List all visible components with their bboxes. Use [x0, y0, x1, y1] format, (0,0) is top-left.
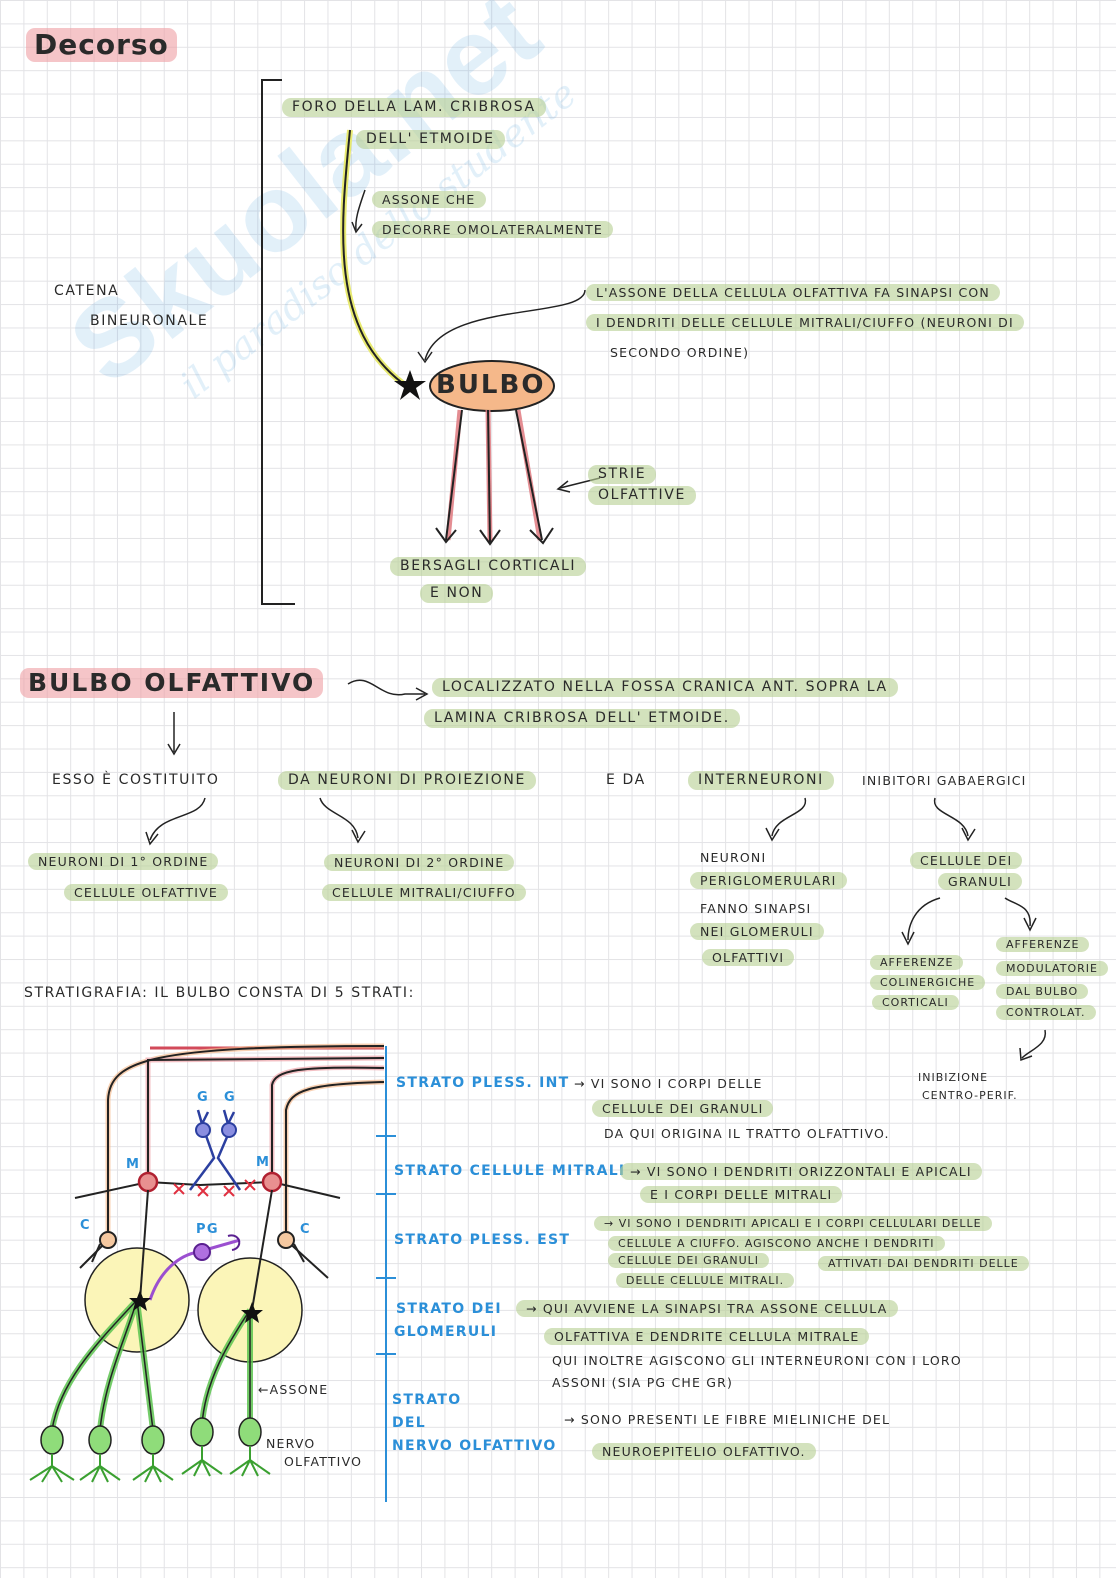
localizzato-line-1: localizzato nella fossa cranica ant. sop… [432, 678, 898, 697]
foro-line-2: dell' etmoide [356, 130, 505, 149]
afferenze-cortic-line-2: colinergiche [870, 975, 985, 990]
inibizione-line-2: centro-perif. [922, 1089, 1018, 1102]
strato-1-name: strato pless. int [396, 1075, 570, 1092]
strato-2-name: strato cellule mitrali [394, 1163, 625, 1180]
decorso-bracket [262, 80, 295, 604]
sinapsi-note-line-3: secondo ordine) [610, 345, 749, 360]
arrow-note-bulbo [425, 290, 585, 360]
strato-5-desc-2: neuroepitelio olfattivo. [592, 1443, 816, 1460]
strato-5-name-3: nervo olfattivo [392, 1438, 557, 1455]
strato-4-desc-3: qui inoltre agiscono gli interneuroni co… [552, 1353, 962, 1368]
label-c2: C [300, 1222, 311, 1238]
foro-line-1: Foro della lam. cribrosa [282, 98, 546, 117]
bulbo-label: Bulbo [436, 370, 545, 401]
bulbo-olfattivo-title: Bulbo olfattivo [20, 668, 323, 698]
periglomerulari-line-4: nei glomeruli [690, 923, 824, 940]
periglomerulari-line-1: neuroni [700, 850, 766, 865]
bersagli-line-2: e non [420, 584, 493, 603]
afferenze-mod-line-3: dal bulbo [996, 984, 1088, 999]
strato-1-desc-2: cellule dei granuli [592, 1100, 773, 1117]
secondo-ordine-line-2: cellule mitrali/ciuffo [322, 884, 526, 901]
localizzato-line-2: lamina cribrosa dell' etmoide. [424, 709, 740, 728]
strato-3-desc-4: attivati dai dendriti delle [818, 1256, 1029, 1271]
strie-arrows [448, 410, 540, 542]
label-nervo-1: nervo [266, 1436, 315, 1451]
granuli-line-1: cellule dei [910, 852, 1022, 869]
afferenze-mod-line-2: modulatorie [996, 961, 1108, 976]
strato-5-desc-1: → sono presenti le fibre mieliniche del [564, 1412, 890, 1427]
afferenze-mod-line-4: controlat. [996, 1005, 1096, 1020]
primo-ordine-line-2: cellule olfattive [64, 884, 228, 901]
inibizione-line-1: inibizione [918, 1071, 988, 1084]
strie-line-1: strie [588, 465, 656, 484]
label-pg: PG [196, 1222, 219, 1238]
strato-3-desc-5: delle cellule mitrali. [616, 1273, 794, 1288]
strato-4-name-1: strato dei [396, 1301, 502, 1318]
stratigrafia-heading: stratigrafia: il bulbo consta di 5 strat… [24, 985, 415, 1002]
primo-ordine-line-1: neuroni di 1° ordine [28, 853, 218, 870]
afferenze-cortic-line-1: afferenze [870, 955, 963, 970]
label-m2: M [256, 1155, 270, 1171]
arrow-to-assone [356, 190, 365, 230]
afferenze-cortic-line-3: corticali [872, 995, 959, 1010]
costituito-proiezione: da neuroni di proiezione [278, 771, 536, 790]
strato-3-desc-2: cellule a ciuffo. agiscono anche i dendr… [608, 1236, 945, 1251]
periglomerulari-line-3: fanno sinapsi [700, 901, 811, 916]
sinapsi-note-line-1: l'assone della cellula olfattiva fa sina… [586, 284, 1000, 301]
strato-4-desc-2: olfattiva e dendrite cellula mitrale [544, 1328, 869, 1345]
strato-3-desc-1: → vi sono i dendriti apicali e i corpi c… [594, 1216, 992, 1231]
arrow-localizzato [348, 680, 425, 695]
assone-line-2: decorre omolateralmente [372, 221, 613, 238]
label-c1: C [80, 1218, 91, 1234]
strato-4-desc-4: assoni (sia PG che GR) [552, 1375, 733, 1390]
label-nervo-2: olfattivo [284, 1454, 362, 1469]
catena-line-1: catena [54, 283, 119, 300]
strato-3-name: strato pless. est [394, 1232, 570, 1249]
costituito-esso: esso è costituito [52, 772, 219, 789]
strato-5-name-1: strato [392, 1392, 461, 1409]
assone-line-1: assone che [372, 191, 486, 208]
axon-line [343, 130, 405, 385]
strato-5-name-2: del [392, 1415, 426, 1432]
costituito-inibitori: inibitori gabaergici [862, 773, 1027, 788]
catena-line-2: bineuronale [90, 313, 208, 330]
costituito-e-da: e da [606, 772, 646, 789]
secondo-ordine-line-1: neuroni di 2° ordine [324, 854, 514, 871]
strato-1-desc-1: → vi sono i corpi delle [574, 1076, 763, 1091]
strato-3-desc-3: cellule dei granuli [608, 1253, 769, 1268]
strato-4-desc-1: → qui avviene la sinapsi tra assone cell… [516, 1300, 898, 1317]
strato-2-desc-2: e i corpi delle mitrali [640, 1186, 842, 1203]
periglomerulari-line-5: olfattivi [702, 949, 794, 966]
label-g2: G [224, 1090, 236, 1106]
synapse-star-icon [394, 370, 426, 400]
granuli-line-2: granuli [938, 873, 1022, 890]
afferenze-mod-line-1: afferenze [996, 937, 1089, 952]
bersagli-line-1: bersagli corticali [390, 557, 586, 576]
periglomerulari-line-2: periglomerulari [690, 872, 847, 889]
label-g1: G [197, 1090, 209, 1106]
label-assone: ←assone [258, 1382, 328, 1397]
strie-line-2: olfattive [588, 486, 696, 505]
strato-2-desc-1: → vi sono i dendriti orizzontali e apica… [620, 1163, 982, 1180]
sinapsi-note-line-2: i dendriti delle cellule mitrali/ciuffo … [586, 314, 1024, 331]
strato-4-name-2: glomeruli [394, 1324, 497, 1341]
decorso-title: Decorso [26, 28, 177, 62]
label-m1: M [126, 1157, 140, 1173]
costituito-interneuroni: interneuroni [688, 771, 834, 790]
strato-1-desc-3: da qui origina il tratto olfattivo. [604, 1126, 890, 1141]
